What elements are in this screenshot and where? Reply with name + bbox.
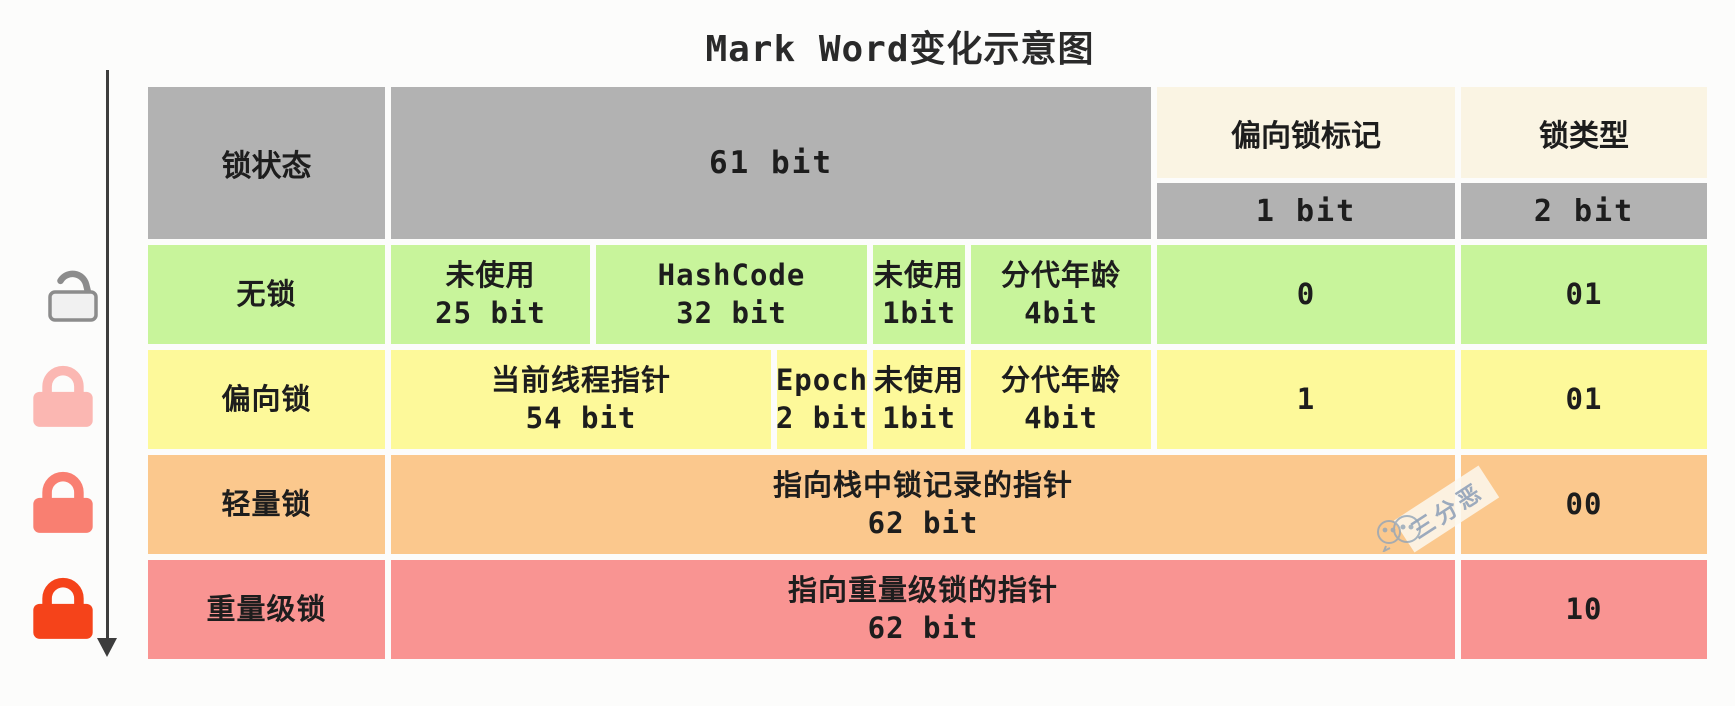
- lock-escalation-arrow-line: [106, 70, 109, 642]
- state-cell-heavyweight-lock: 重量级锁: [148, 560, 385, 659]
- lightweight-lock-icon: [28, 466, 100, 536]
- diagram-title: Mark Word变化示意图: [705, 29, 1095, 70]
- unlocked-icon: [36, 256, 108, 326]
- header-bias-column: 偏向锁标记 1 bit: [1157, 87, 1455, 239]
- header-61bit: 61 bit: [391, 87, 1151, 239]
- header-bias-flag-bits: 1 bit: [1157, 183, 1455, 239]
- header-locktype-column: 锁类型 2 bit: [1461, 87, 1707, 239]
- table-header-row: 锁状态 61 bit 偏向锁标记 1 bit 锁类型 2 bit: [148, 87, 1707, 239]
- state-cell-lightweight-lock: 轻量锁: [148, 455, 385, 554]
- lock-type-cell: 00: [1461, 455, 1707, 554]
- header-lock-state: 锁状态: [148, 87, 385, 239]
- lock-type-cell: 10: [1461, 560, 1707, 659]
- biased-lock-icon: [28, 360, 100, 430]
- lock-type-cell: 01: [1461, 350, 1707, 449]
- state-cell-no-lock: 无锁: [148, 245, 385, 344]
- header-locktype-label: 锁类型: [1461, 87, 1707, 178]
- header-locktype-bits: 2 bit: [1461, 183, 1707, 239]
- bias-flag-cell: 0: [1157, 245, 1455, 344]
- state-cell-biased-lock: 偏向锁: [148, 350, 385, 449]
- lock-escalation-arrow-head-icon: [97, 638, 117, 657]
- heavyweight-lock-icon: [28, 572, 100, 642]
- lock-type-cell: 01: [1461, 245, 1707, 344]
- header-bias-flag-label: 偏向锁标记: [1157, 87, 1455, 178]
- bias-flag-cell: 1: [1157, 350, 1455, 449]
